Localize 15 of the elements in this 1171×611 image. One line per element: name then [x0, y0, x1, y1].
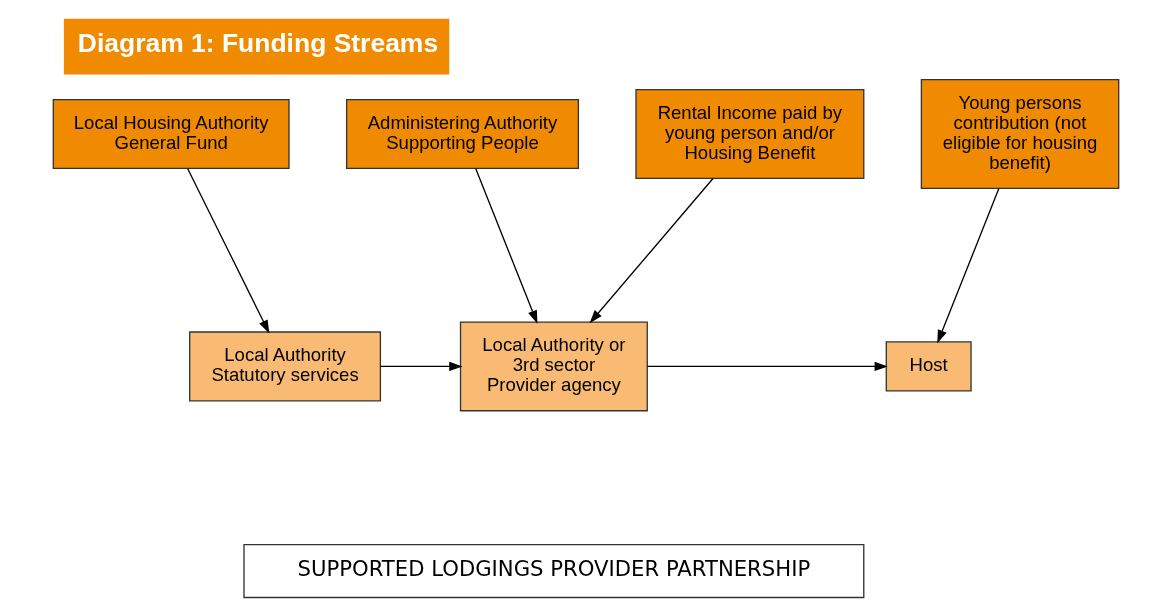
arrow — [186, 168, 269, 334]
arrow — [474, 168, 537, 324]
node-box: Local Authority Statutory services — [188, 331, 381, 402]
diagram-title: Diagram 1: Funding Streams — [77, 27, 438, 58]
node-box: Administering Authority Supporting People — [345, 98, 579, 170]
node-box: Local Authority or 3rd sector Provider agency — [459, 321, 648, 412]
node-box: Young persons contribution (not eligible for housing benefit) — [920, 79, 1119, 189]
arrow — [589, 177, 714, 324]
node-box: Local Housing Authority General Fund — [52, 98, 290, 170]
arrow — [936, 187, 999, 344]
node-box: Host — [885, 341, 972, 392]
arrow — [379, 361, 462, 372]
node-box: Rental Income paid by young person and/or Housing Benefit — [634, 89, 864, 180]
arrow — [646, 361, 888, 372]
node-box: SUPPORTED LODGINGS PROVIDER PARTNERSHIP — [242, 543, 864, 599]
